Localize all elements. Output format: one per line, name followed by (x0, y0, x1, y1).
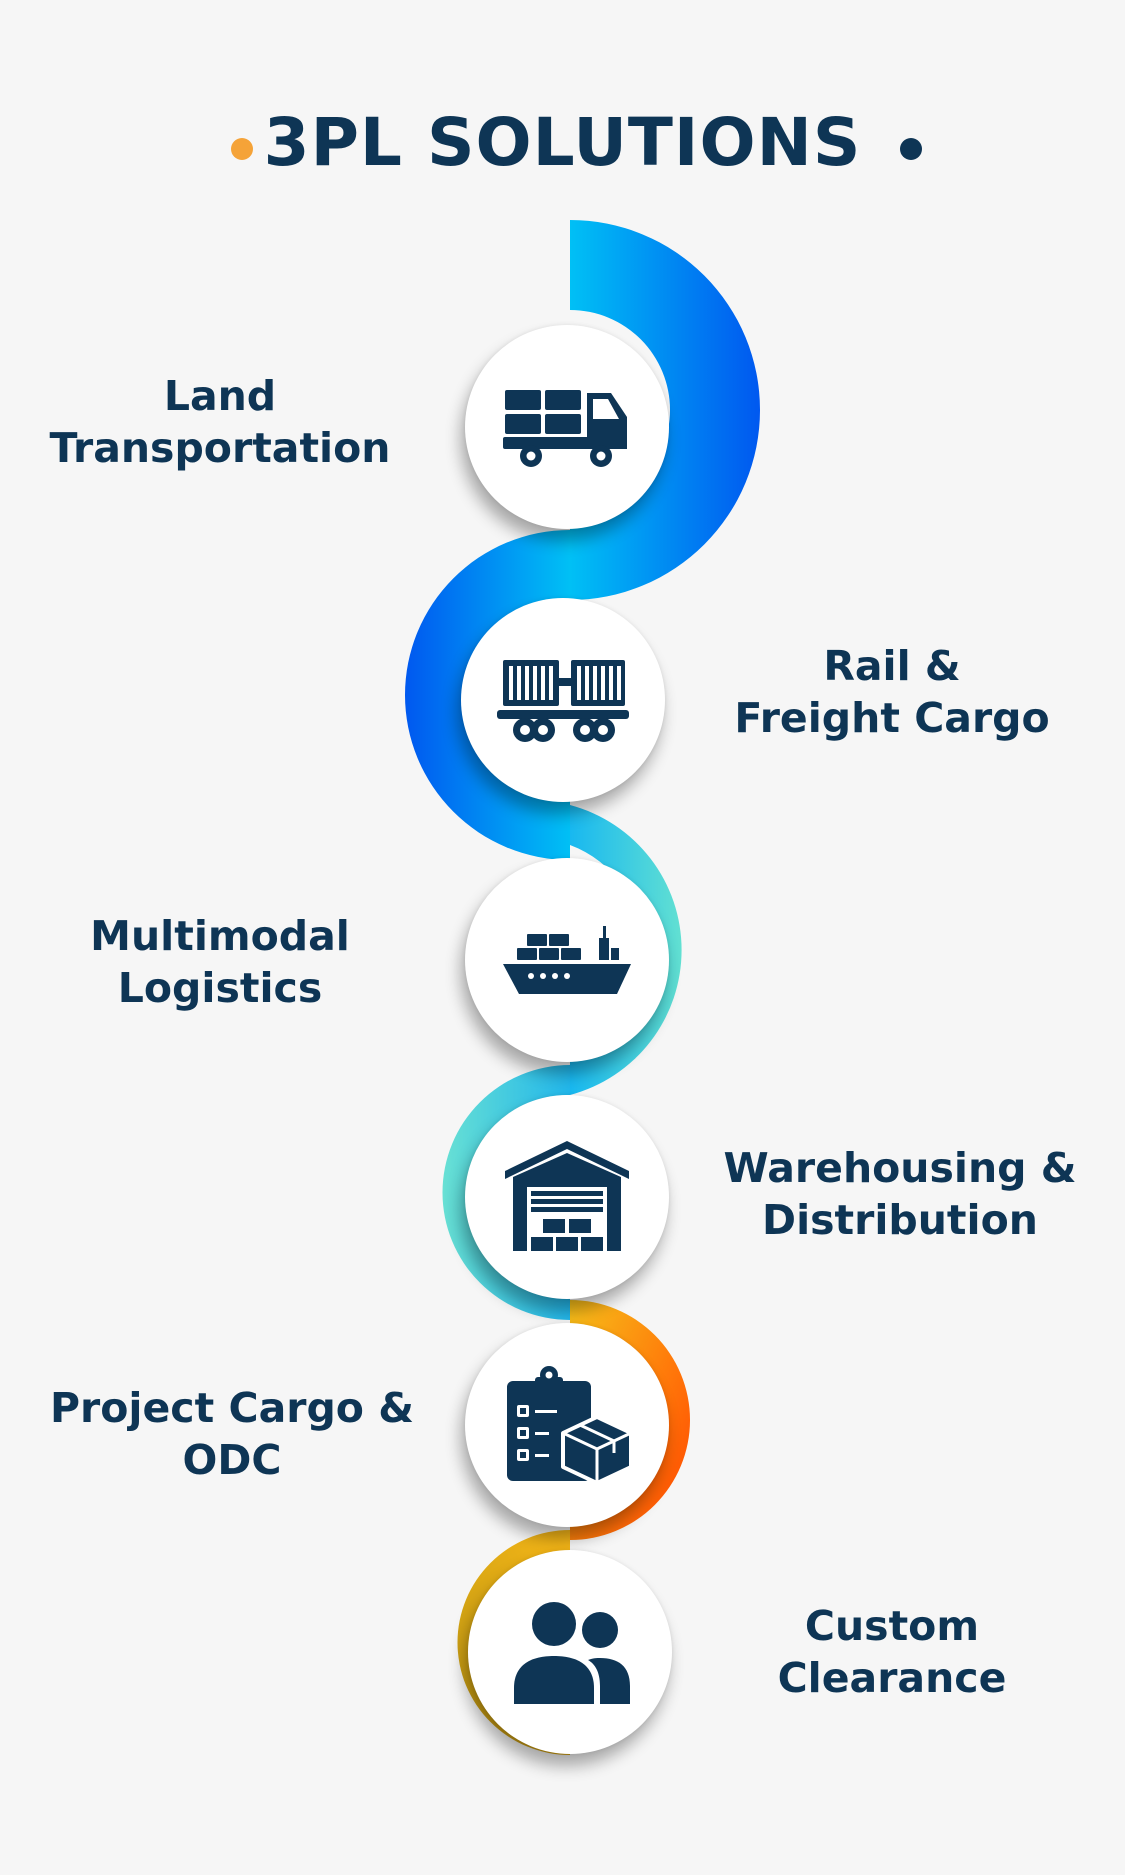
warehouse-icon (505, 1141, 629, 1251)
step-3-circle (465, 858, 669, 1062)
page-title: 3PL SOLUTIONS (263, 104, 862, 181)
step-1-label: Land Transportation (10, 370, 430, 474)
step-4-label: Warehousing & Distribution (690, 1142, 1110, 1246)
users-icon (514, 1602, 630, 1704)
step-6-label-line-1: Custom (804, 1602, 980, 1650)
step-6-label: Custom Clearance (682, 1600, 1102, 1704)
cargo-ship-icon (503, 926, 631, 994)
step-1-label-line-1: Land (163, 372, 277, 420)
title-dot-right (900, 138, 922, 160)
ribbon-segment-5 (570, 1300, 690, 1540)
step-5-label-line-2: ODC (182, 1436, 282, 1484)
step-3-label-line-1: Multimodal (90, 912, 350, 960)
step-5-label: Project Cargo & ODC (22, 1382, 442, 1486)
step-5-circle (465, 1323, 669, 1527)
step-5-label-line-1: Project Cargo & (50, 1384, 414, 1432)
ribbon-segment-2 (405, 530, 570, 860)
step-2-label: Rail & Freight Cargo (682, 640, 1102, 744)
step-6-circle (468, 1550, 672, 1754)
step-6-label-line-2: Clearance (777, 1654, 1007, 1702)
truck-icon (503, 390, 627, 467)
step-3-label: Multimodal Logistics (10, 910, 430, 1014)
step-4-label-line-2: Distribution (762, 1196, 1038, 1244)
step-1-label-line-2: Transportation (49, 424, 391, 472)
step-1-circle (465, 325, 669, 529)
ribbon-segment-4 (442, 1065, 570, 1320)
step-3-label-line-2: Logistics (117, 964, 323, 1012)
step-2-label-line-1: Rail & (823, 642, 961, 690)
step-4-label-line-1: Warehousing & (723, 1144, 1077, 1192)
step-4-circle (465, 1095, 669, 1299)
clipboard-package-icon (507, 1366, 633, 1485)
title-dot-left (231, 138, 253, 160)
freight-train-icon (497, 660, 629, 742)
ribbon-segment-3 (570, 805, 682, 1095)
step-2-label-line-2: Freight Cargo (734, 694, 1050, 742)
step-2-circle (461, 598, 665, 802)
